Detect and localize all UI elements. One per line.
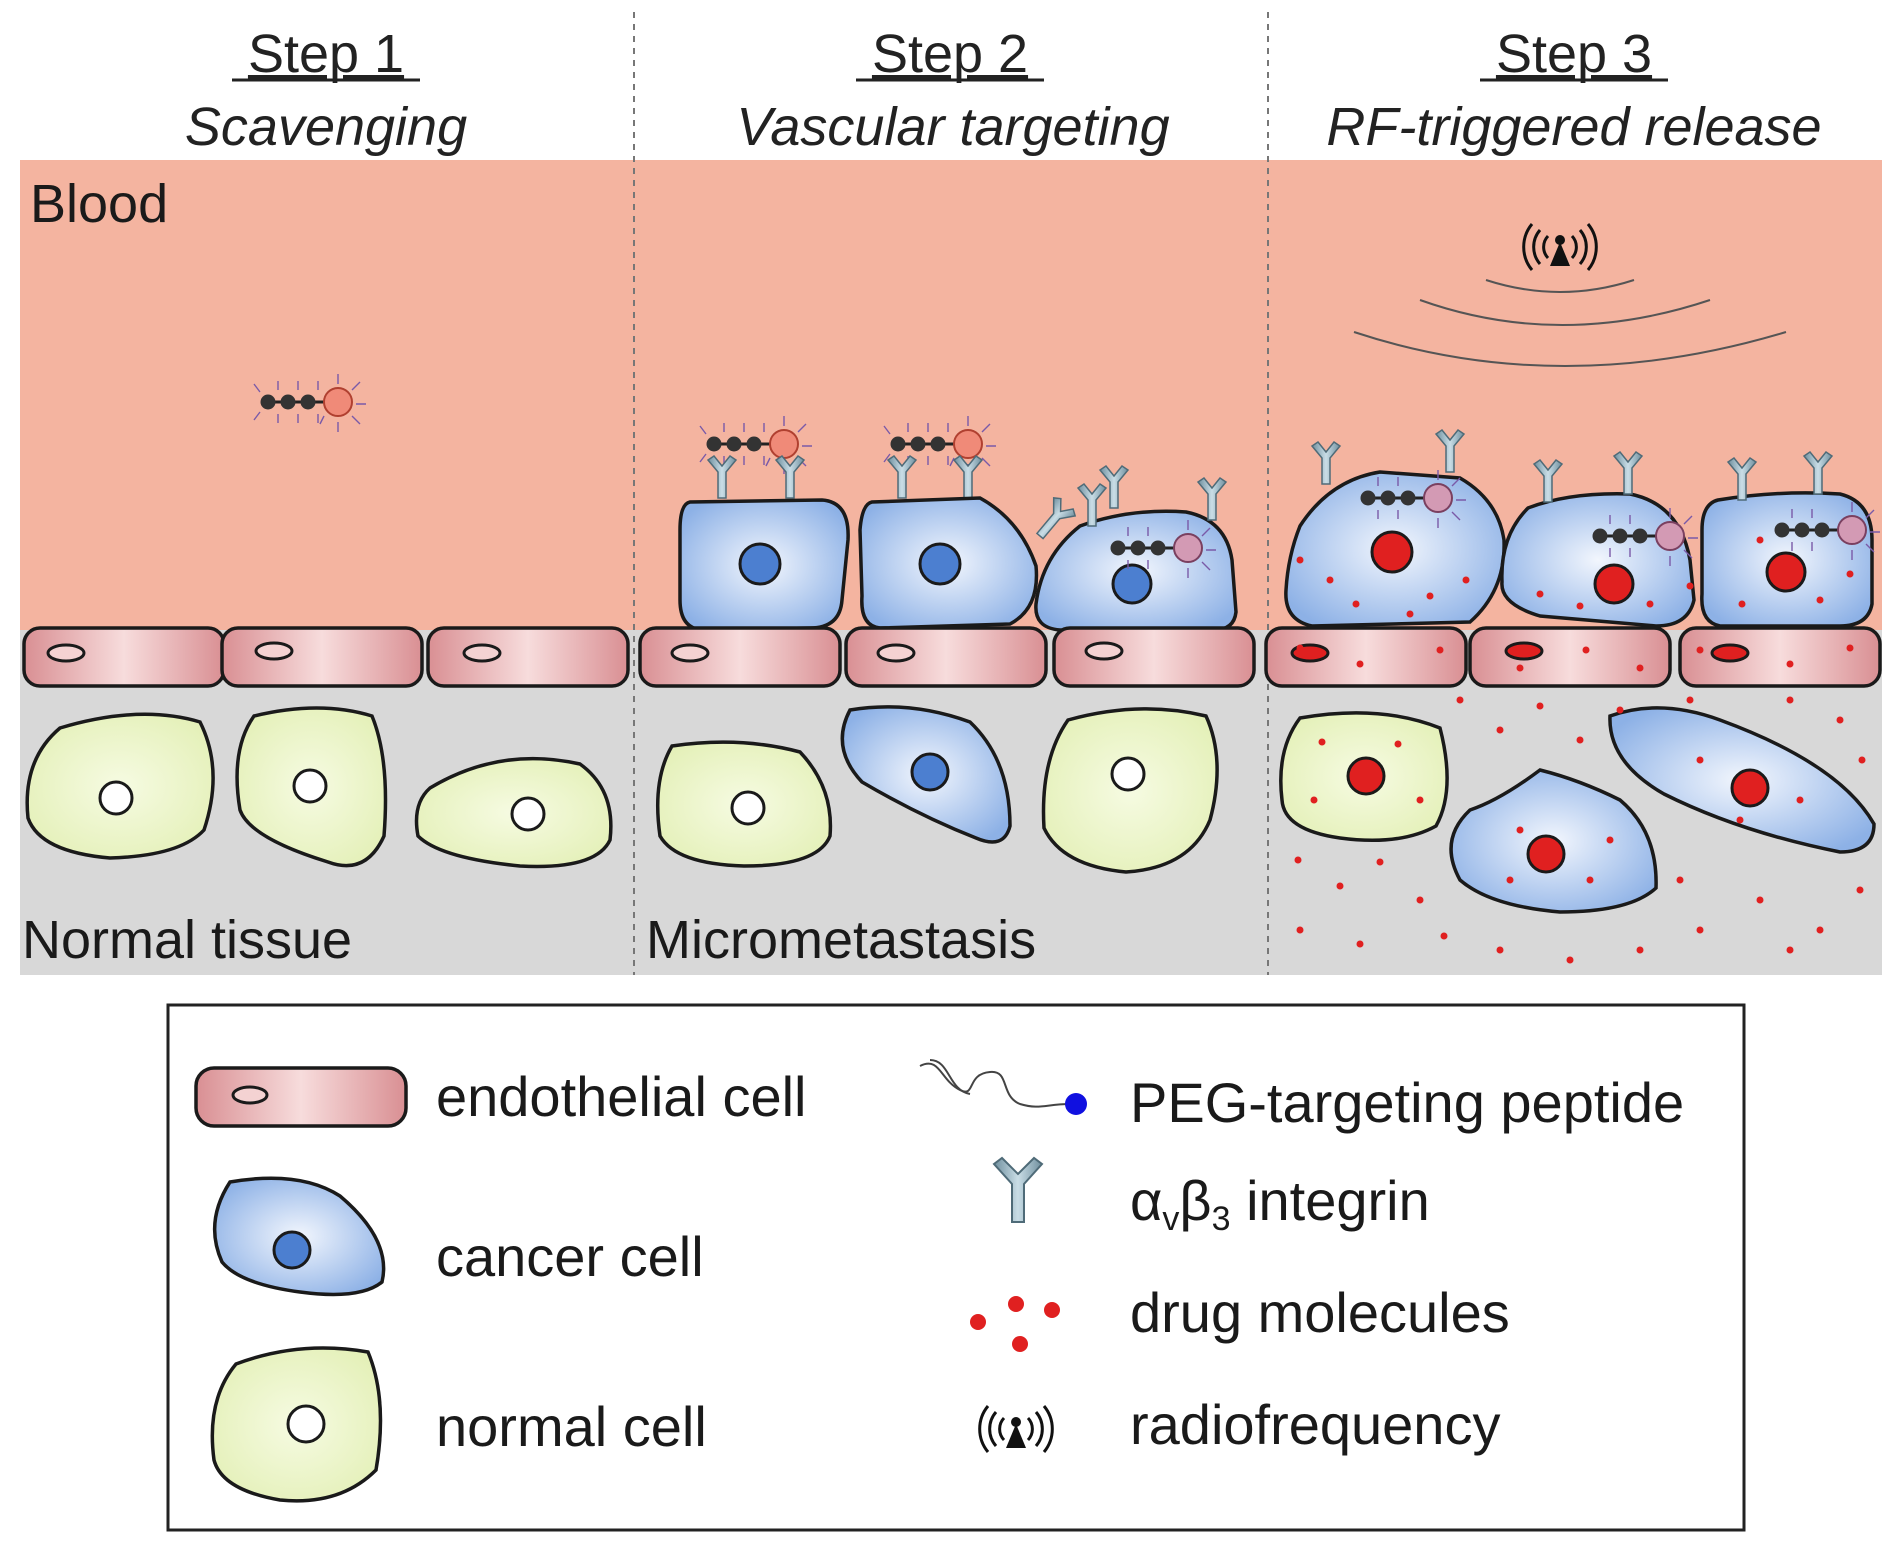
cancer-nucleus [918, 542, 962, 586]
micrometastasis-label: Micrometastasis [646, 910, 1036, 970]
cancer-nucleus [1730, 768, 1770, 808]
legend-integrin-icon [992, 1156, 1044, 1223]
cancer-nucleus [1370, 530, 1414, 574]
legend-cancer-label: cancer cell [436, 1225, 704, 1288]
step-1-title: Step 1 [248, 24, 404, 84]
normal-nucleus [292, 768, 328, 804]
normal-nucleus [1346, 756, 1386, 796]
drug-molecules [1294, 536, 1866, 964]
legend-drug-icon [970, 1296, 1060, 1352]
normal-nucleus [98, 780, 134, 816]
blood-label: Blood [30, 174, 168, 234]
legend-normal-label: normal cell [436, 1395, 707, 1458]
legend-integrin-label: αvβ3 integrin [1130, 1169, 1430, 1238]
cancer-nucleus [1526, 834, 1566, 874]
normal-nucleus [510, 796, 546, 832]
normal-nucleus [1110, 756, 1146, 792]
normal-nucleus [730, 790, 766, 826]
cancer-nucleus [1111, 563, 1153, 605]
cancer-cell [1500, 492, 1696, 628]
cancer-nucleus [1765, 551, 1807, 593]
step-1-subtitle: Scavenging [185, 97, 467, 157]
cancer-nucleus [1593, 563, 1635, 605]
legend-box [166, 1003, 1746, 1532]
cancer-nucleus [738, 542, 782, 586]
legend-endothelial-label: endothelial cell [436, 1065, 806, 1128]
rf-waves [1353, 279, 1787, 367]
legend-peg-label: PEG-targeting peptide [1130, 1071, 1684, 1134]
step-2-subtitle: Vascular targeting [736, 97, 1169, 157]
normal-tissue-label: Normal tissue [22, 910, 352, 970]
step-3-subtitle: RF-triggered release [1326, 97, 1821, 157]
endothelial-layer [22, 626, 1882, 688]
legend-peg-icon [919, 1059, 1087, 1115]
step-2-title: Step 2 [872, 24, 1028, 84]
step-3-title: Step 3 [1496, 24, 1652, 84]
legend-endothelial-icon [194, 1066, 408, 1128]
legend-drug-label: drug molecules [1130, 1281, 1510, 1344]
legend-rf-label: radiofrequency [1130, 1393, 1500, 1456]
cancer-nucleus [910, 752, 950, 792]
